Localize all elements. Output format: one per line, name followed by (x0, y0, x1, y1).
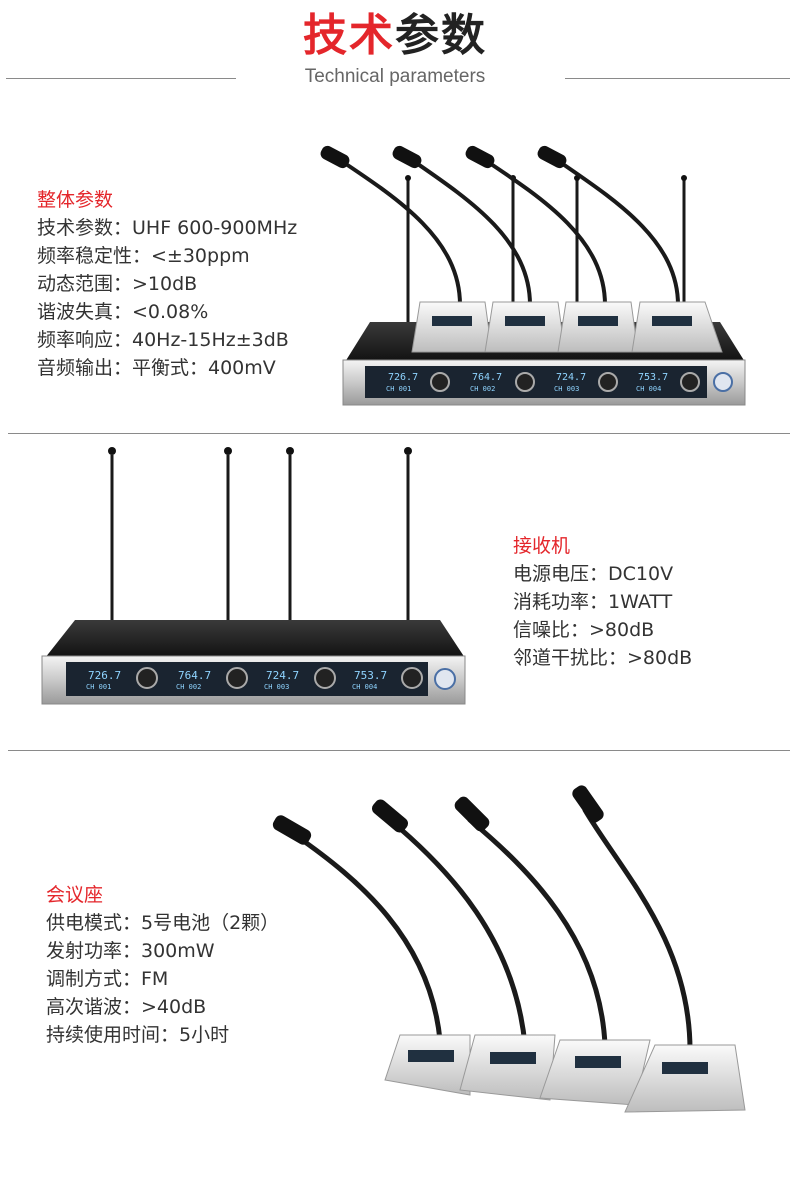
product-image-full-set (320, 145, 746, 406)
product-image-receiver (41, 447, 466, 705)
receiver-1-display: 726.7 764.7 724.7 753.7 CH 001 CH 002 CH… (372, 368, 708, 396)
channel-4-ch: CH 004 (352, 683, 378, 691)
channel-1-freq: 726.7 (388, 372, 419, 383)
channel-2-freq: 764.7 (178, 669, 212, 682)
header-divider-left (6, 78, 236, 79)
channel-1-ch: CH 001 (386, 385, 412, 393)
receiver-specs: 接收机 电源电压：DC10V 消耗功率：1WATT 信噪比：>80dB 邻道干扰… (513, 532, 692, 672)
receiver-row: 信噪比：>80dB (513, 619, 655, 641)
conference-row: 高次谐波：>40dB (46, 996, 207, 1018)
overall-row: 技术参数：UHF 600-900MHz (37, 217, 298, 239)
channel-3-ch: CH 003 (554, 385, 580, 393)
channel-2-ch: CH 002 (176, 683, 202, 691)
receiver-2-display: 726.7 764.7 724.7 753.7 CH 001 CH 002 CH… (72, 664, 422, 694)
channel-4-freq: 753.7 (638, 372, 669, 383)
conference-heading: 会议座 (46, 884, 104, 906)
channel-1-freq: 726.7 (88, 669, 122, 682)
channel-3-freq: 724.7 (266, 669, 300, 682)
conference-row: 调制方式：FM (46, 968, 169, 990)
channel-4-ch: CH 004 (636, 385, 662, 393)
receiver-row: 消耗功率：1WATT (513, 591, 673, 613)
channel-3-ch: CH 003 (264, 683, 290, 691)
title-red-part: 技术 (303, 10, 395, 61)
overall-row: 动态范围：>10dB (37, 273, 198, 295)
section-divider-2 (8, 750, 790, 751)
channel-3-freq: 724.7 (556, 372, 587, 383)
conference-specs: 会议座 供电模式：5号电池（2颗） 发射功率：300mW 调制方式：FM 高次谐… (46, 881, 279, 1049)
channel-1-ch: CH 001 (86, 683, 112, 691)
section-divider-1 (8, 433, 790, 434)
receiver-heading: 接收机 (513, 535, 571, 557)
overall-row: 频率响应：40Hz-15Hz±3dB (37, 329, 289, 351)
conference-row: 发射功率：300mW (46, 940, 215, 962)
page-title: 技术参数 (0, 10, 790, 62)
overall-row: 谐波失真：<0.08% (37, 301, 209, 323)
channel-4-freq: 753.7 (354, 669, 388, 682)
channel-2-freq: 764.7 (472, 372, 503, 383)
header-divider-right (565, 78, 790, 79)
conference-row: 持续使用时间：5小时 (46, 1024, 230, 1046)
overall-row: 音频输出：平衡式：400mV (37, 357, 276, 379)
overall-row: 频率稳定性：<±30ppm (37, 245, 250, 267)
receiver-row: 邻道干扰比：>80dB (513, 647, 693, 669)
conference-row: 供电模式：5号电池（2颗） (46, 912, 280, 934)
overall-heading: 整体参数 (37, 189, 114, 211)
channel-2-ch: CH 002 (470, 385, 496, 393)
title-black-part: 参数 (395, 10, 487, 61)
receiver-row: 电源电压：DC10V (513, 563, 674, 585)
overall-specs: 整体参数 技术参数：UHF 600-900MHz 频率稳定性：<±30ppm 动… (37, 186, 297, 382)
page-subtitle: Technical parameters (304, 66, 486, 87)
